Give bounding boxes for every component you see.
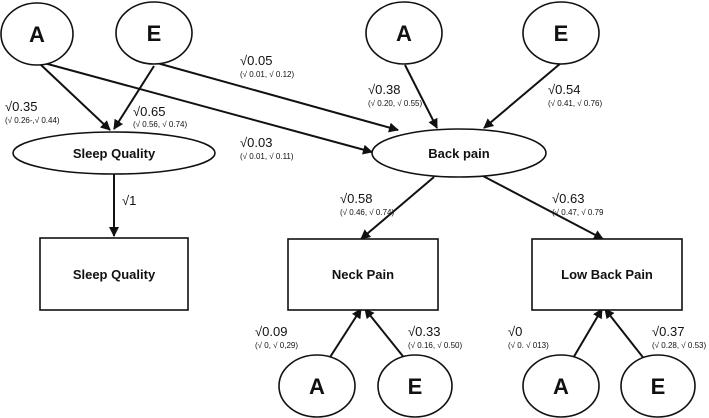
coef-a-to-backpain: √0.03 — [240, 135, 272, 150]
coef-a-to-lowback: √0 — [508, 324, 522, 339]
node-back-pain-latent-label: Back pain — [428, 146, 489, 161]
arrow-a-to-low-back-pain — [568, 308, 603, 366]
node-back-pain-latent: Back pain — [371, 128, 547, 178]
ci-e-to-lowback: (√ 0.28, √ 0.53) — [652, 341, 706, 350]
node-sleep-quality-latent: Sleep Quality — [12, 131, 216, 175]
node-sleep-quality-observed-label: Sleep Quality — [73, 267, 156, 282]
node-neck-pain-observed-label: Neck Pain — [332, 267, 394, 282]
arrow-e-to-back-pain — [156, 62, 399, 133]
node-a-neck: A — [278, 354, 356, 418]
ci-a-top-to-backpain: (√ 0.20, √ 0.55) — [368, 99, 422, 108]
node-a-top-left: A — [0, 2, 74, 66]
node-a-low-back: A — [522, 354, 600, 418]
arrow-e-to-low-back-pain — [604, 308, 650, 366]
node-e-low-back: E — [620, 354, 696, 418]
arrow-back-pain-to-neck-pain — [360, 176, 435, 240]
coef-a-top-to-backpain: √0.38 — [368, 82, 400, 97]
coef-backpain-to-lowback: √0.63 — [552, 191, 584, 206]
node-sleep-quality-latent-label: Sleep Quality — [73, 146, 156, 161]
ci-e-top-to-backpain: (√ 0.41, √ 0.76) — [548, 99, 602, 108]
arrow-e-to-neck-pain — [364, 308, 411, 366]
node-a-top-right-label: A — [396, 21, 412, 46]
node-low-back-pain-observed: Low Back Pain — [531, 238, 683, 311]
node-e-low-back-label: E — [651, 374, 666, 399]
node-e-top-right-label: E — [554, 21, 569, 46]
arrow-e-top-right-to-back-pain — [483, 62, 562, 129]
ci-e-to-neck: (√ 0.16, √ 0.50) — [408, 341, 462, 350]
node-low-back-pain-observed-label: Low Back Pain — [561, 267, 653, 282]
node-e-neck: E — [377, 354, 453, 418]
arrow-a-to-back-pain — [43, 62, 373, 155]
arrow-a-to-neck-pain — [324, 308, 362, 366]
arrow-a-top-right-to-back-pain — [404, 64, 438, 129]
ci-a-to-neck: (√ 0, √ 0,29) — [255, 341, 298, 350]
coef-e-to-neck: √0.33 — [408, 324, 440, 339]
node-neck-pain-observed: Neck Pain — [287, 238, 439, 311]
node-a-top-right: A — [365, 1, 443, 65]
ci-a-to-backpain: (√ 0.01, √ 0.11) — [240, 152, 294, 161]
arrow-e-to-sleep-quality — [113, 65, 155, 130]
ci-backpain-to-neck: (√ 0.46, √ 0.74) — [340, 208, 394, 217]
coef-e-to-lowback: √0.37 — [652, 324, 684, 339]
arrow-back-pain-to-low-back-pain — [482, 175, 604, 240]
coef-backpain-to-neck: √0.58 — [340, 191, 372, 206]
ci-a-to-lowback: (√ 0. √ 013) — [508, 341, 549, 350]
node-sleep-quality-observed: Sleep Quality — [39, 237, 189, 311]
node-a-top-left-label: A — [29, 22, 45, 47]
node-a-neck-label: A — [309, 374, 325, 399]
coef-e-to-sleep: √0.65 — [133, 104, 165, 119]
arrow-a-to-sleep-quality — [39, 63, 111, 131]
coef-a-to-neck: √0.09 — [255, 324, 287, 339]
ci-e-to-sleep: (√ 0.56, √ 0.74) — [133, 120, 187, 129]
node-e-top-left: E — [115, 1, 193, 65]
node-e-neck-label: E — [408, 374, 423, 399]
coef-e-to-backpain: √0.05 — [240, 53, 272, 68]
node-e-top-right: E — [522, 1, 600, 65]
ci-a-to-sleep: (√ 0.26-,√ 0.44) — [5, 116, 60, 125]
coef-a-to-sleep: √0.35 — [5, 99, 37, 114]
coef-e-top-to-backpain: √0.54 — [548, 82, 580, 97]
ci-e-to-backpain: (√ 0.01, √ 0.12) — [240, 70, 294, 79]
coef-sleep-latent-to-observed: √1 — [122, 193, 136, 208]
ci-backpain-to-lowback: (√ 0.47, √ 0.79 — [552, 208, 604, 217]
node-e-top-left-label: E — [147, 21, 162, 46]
node-a-low-back-label: A — [553, 374, 569, 399]
